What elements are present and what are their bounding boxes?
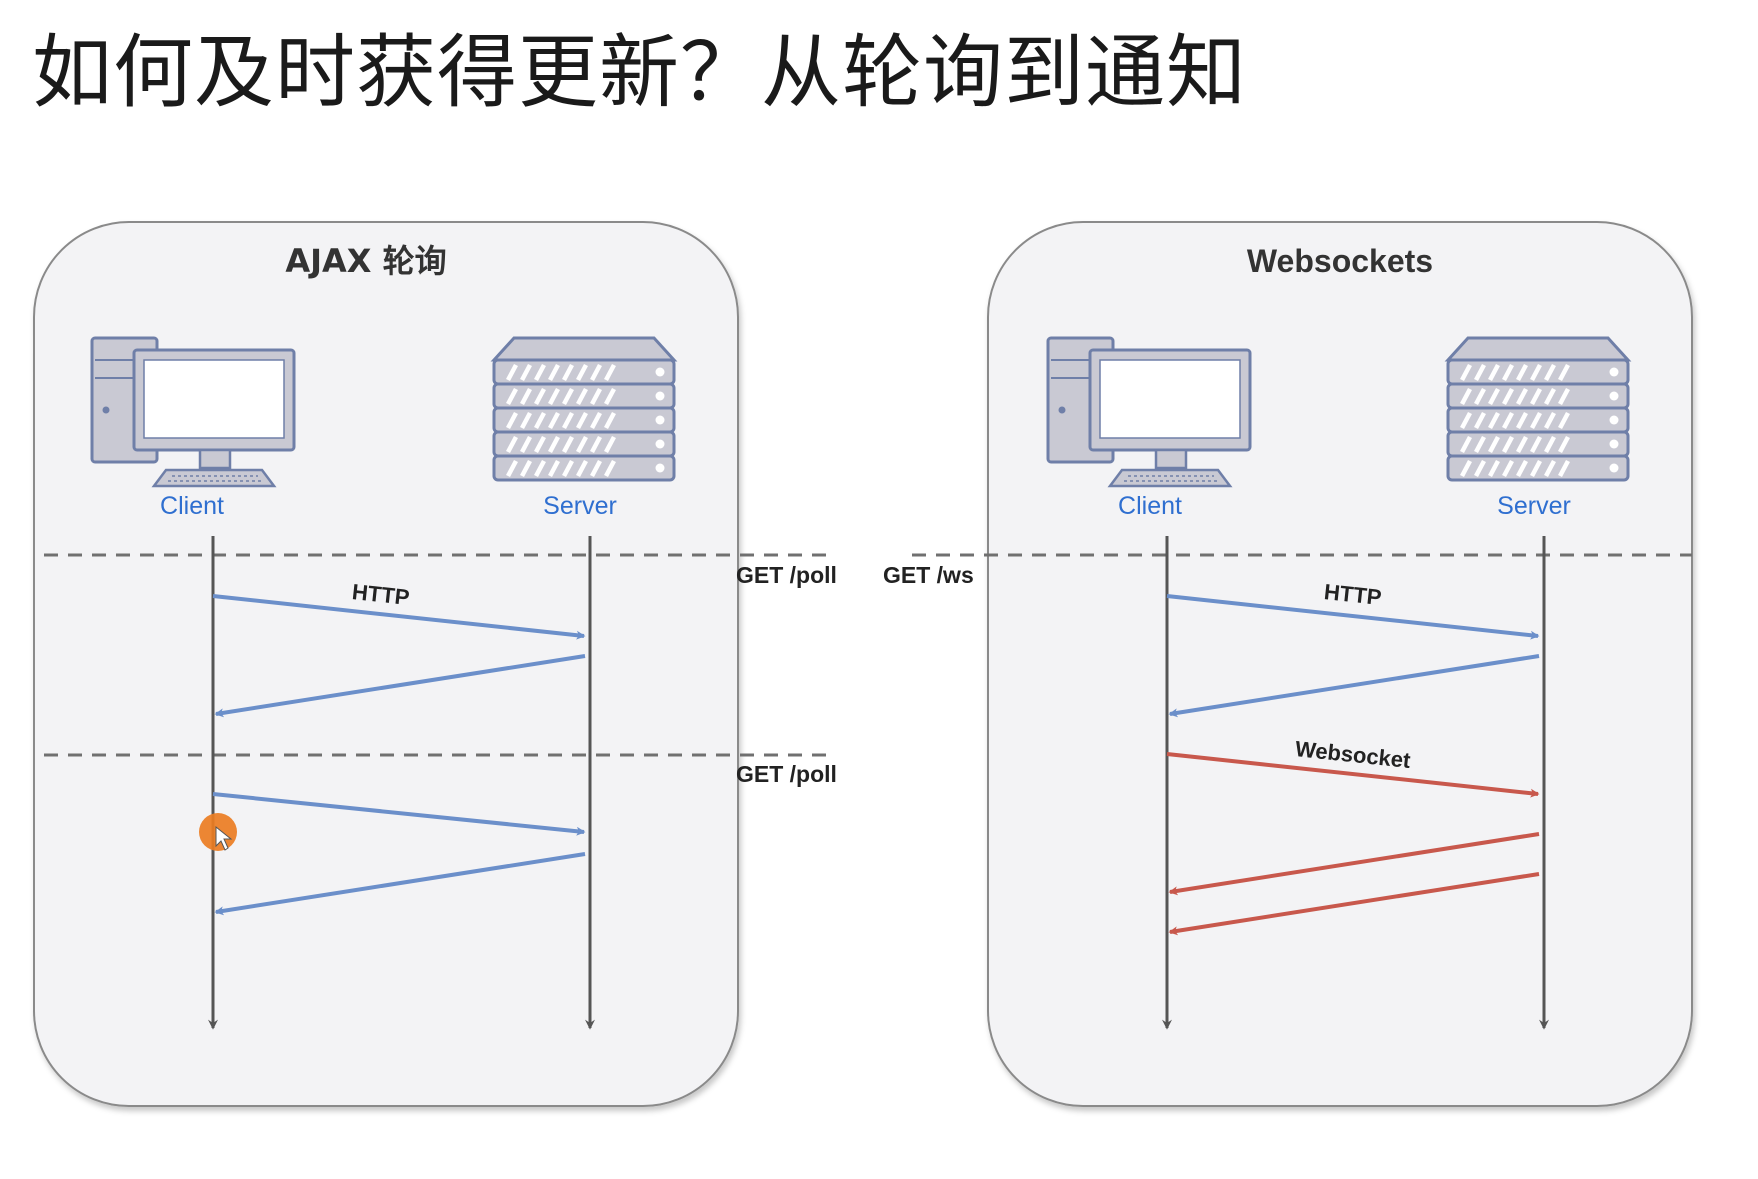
ws-http-label: HTTP bbox=[1323, 579, 1383, 610]
server-rack-icon bbox=[490, 336, 678, 482]
ws-get-ws-label: GET /ws bbox=[883, 562, 974, 588]
ajax-client-label: Client bbox=[160, 492, 224, 520]
slide-title: 如何及时获得更新？从轮询到通知 bbox=[32, 26, 1247, 119]
ajax-response-arrow-2 bbox=[214, 852, 586, 916]
mouse-cursor-icon bbox=[199, 813, 237, 851]
ajax-get-poll-label-1: GET /poll bbox=[736, 562, 837, 588]
ajax-diagram-panel: AJAX 轮询 bbox=[33, 221, 826, 1107]
ajax-request-arrow-1 bbox=[212, 594, 586, 640]
ws-push-arrow-2 bbox=[1168, 872, 1540, 936]
ajax-panel-title: AJAX 轮询 bbox=[285, 242, 446, 280]
websockets-panel-title: Websockets bbox=[1247, 243, 1433, 279]
ajax-response-arrow-1 bbox=[214, 654, 586, 718]
ws-handshake-response-arrow bbox=[1168, 654, 1540, 718]
ws-client-label: Client bbox=[1118, 492, 1182, 520]
ajax-get-poll-label-2: GET /poll bbox=[736, 761, 837, 787]
ajax-request-arrow-2 bbox=[212, 792, 586, 836]
ajax-http-label: HTTP bbox=[351, 579, 411, 610]
ws-message-arrow-client-to-server bbox=[1166, 752, 1540, 798]
server-rack-icon bbox=[1444, 336, 1632, 482]
ws-server-label: Server bbox=[1497, 492, 1571, 520]
desktop-computer-icon bbox=[90, 336, 296, 488]
ajax-server-label: Server bbox=[543, 492, 617, 520]
ws-handshake-request-arrow bbox=[1166, 594, 1540, 640]
ws-push-arrow-1 bbox=[1168, 832, 1540, 896]
websockets-diagram-panel: Websockets bbox=[912, 221, 1693, 1107]
desktop-computer-icon bbox=[1046, 336, 1252, 488]
